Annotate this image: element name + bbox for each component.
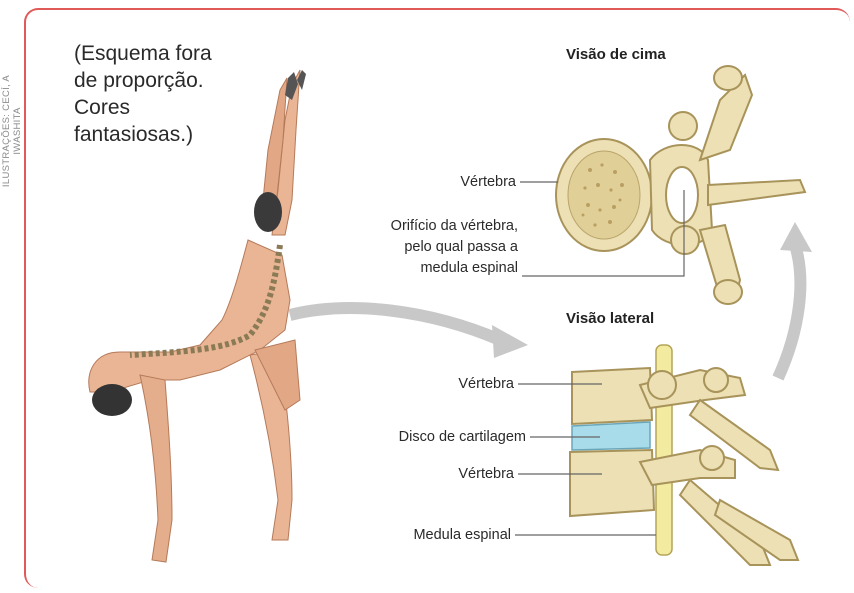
arrow-to-top-view bbox=[778, 245, 800, 378]
label-spinal-cord: Medula espinal bbox=[346, 525, 511, 546]
label-vertebra-orifice: Orifício da vértebra, pelo qual passa a … bbox=[320, 216, 518, 279]
top-view-heading: Visão de cima bbox=[566, 46, 666, 63]
lateral-view-heading: Visão lateral bbox=[566, 310, 654, 327]
label-line: Orifício da vértebra, bbox=[320, 216, 518, 237]
label-line: medula espinal bbox=[320, 258, 518, 279]
label-cartilage-disc: Disco de cartilagem bbox=[320, 427, 526, 448]
arrow-head bbox=[780, 222, 812, 252]
human-figure bbox=[89, 70, 306, 562]
label-vertebra-lower: Vértebra bbox=[404, 464, 514, 485]
cartilage-disc-shape bbox=[572, 422, 650, 450]
label-line: pelo qual passa a bbox=[320, 237, 518, 258]
label-vertebra-top: Vértebra bbox=[408, 172, 516, 193]
arrow-head bbox=[492, 325, 528, 358]
arrow-to-lateral-view bbox=[290, 308, 500, 340]
vertebra-top-view bbox=[556, 66, 805, 304]
label-vertebra-upper: Vértebra bbox=[404, 374, 514, 395]
vertebra-lateral-view bbox=[570, 345, 798, 565]
